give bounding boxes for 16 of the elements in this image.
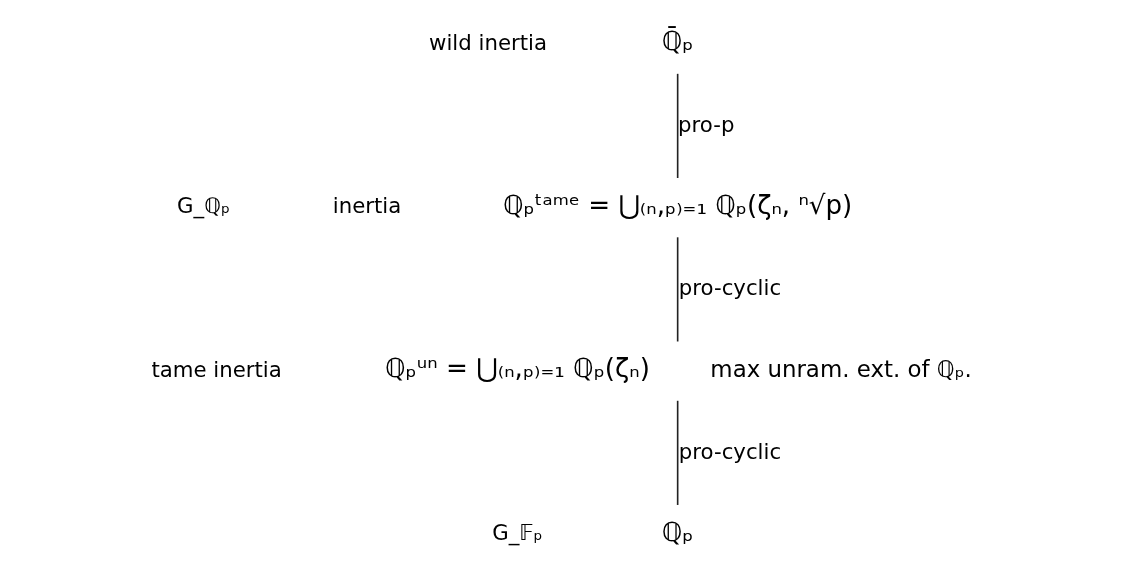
node-text: ℚₚᵗᵃᵐᵉ = ⋃₍ₙ,ₚ₎₌₁ ℚₚ(ζₙ, ⁿ√p) [502, 189, 852, 220]
node-text: ℚₚᵘⁿ = ⋃₍ₙ,ₚ₎₌₁ ℚₚ(ζₙ) [384, 353, 650, 384]
connector [676, 399, 678, 506]
node-text: ℚ̄ₚ [661, 26, 694, 57]
node-text: ℚₚ [661, 516, 694, 547]
label: G_𝔽ₚ [491, 520, 543, 546]
edge-label: pro-cyclic [678, 275, 781, 301]
label: tame inertia [150, 356, 282, 382]
edge-label: pro-cyclic [678, 438, 781, 464]
connector [676, 73, 678, 179]
edge-label: pro-p [677, 111, 734, 137]
label: wild inertia [428, 29, 547, 55]
label: G_ℚₚ [176, 193, 230, 219]
node-label: max unram. ext. of ℚₚ. [709, 356, 972, 383]
label: inertia [332, 193, 401, 219]
connector [676, 236, 678, 343]
